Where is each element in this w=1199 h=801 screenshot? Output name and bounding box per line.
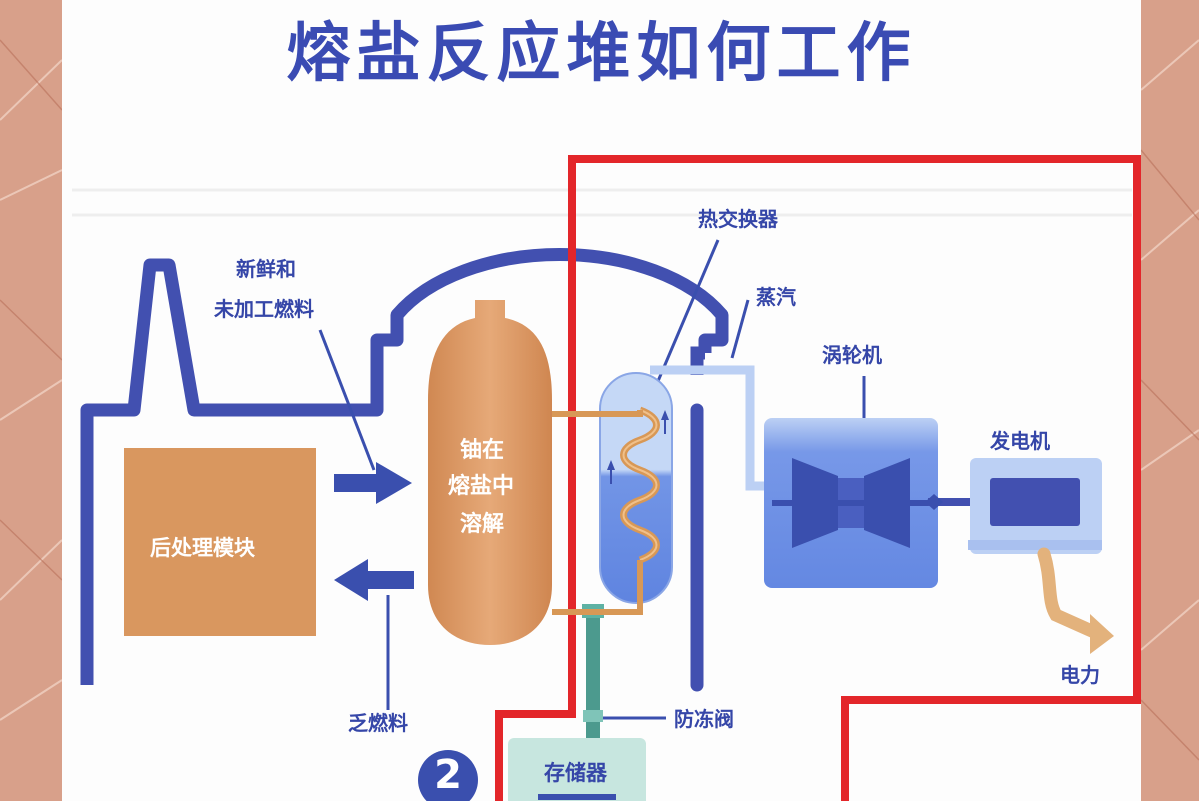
label-turbine: 涡轮机 xyxy=(822,343,882,367)
label-reactor-line1: 铀在 xyxy=(460,438,505,463)
diagram-title: 熔盐反应堆如何工作 xyxy=(286,17,917,91)
label-storage: 存储器 xyxy=(544,761,607,785)
generator-base xyxy=(968,540,1102,550)
electricity-output-line xyxy=(1037,547,1101,639)
label-freeze-valve: 防冻阀 xyxy=(674,707,734,731)
storage-tank-slot xyxy=(538,794,616,800)
background-left-strip xyxy=(0,0,62,801)
background-texture-right xyxy=(1141,0,1199,801)
steam-pipe xyxy=(650,365,764,491)
label-reprocessing-module: 后处理模块 xyxy=(150,536,255,560)
label-spent-fuel: 乏燃料 xyxy=(348,711,408,735)
spent-fuel-arrow xyxy=(334,559,414,601)
background-right-strip xyxy=(1141,0,1199,801)
label-steam: 蒸汽 xyxy=(756,285,796,309)
storage-tank xyxy=(508,738,646,801)
heat-exchanger xyxy=(599,372,673,604)
label-reactor-line2: 熔盐中 xyxy=(448,474,515,499)
fresh-fuel-arrow xyxy=(334,462,412,504)
generator-core xyxy=(990,478,1080,526)
label-fresh-fuel-line1: 新鲜和 xyxy=(236,257,296,281)
freeze-valve-pipe xyxy=(582,604,604,740)
label-reactor-line3: 溶解 xyxy=(460,512,505,537)
label-generator: 发电机 xyxy=(990,429,1050,453)
label-fresh-fuel-line2: 未加工燃料 xyxy=(214,297,314,321)
faint-background-lines xyxy=(72,188,1132,217)
label-heat-exchanger: 热交换器 xyxy=(698,207,778,231)
diagram-panel: 熔盐反应堆如何工作 xyxy=(62,0,1141,801)
flow-arrows-heat-exchanger xyxy=(607,410,669,484)
step-number-circle xyxy=(418,750,478,801)
electricity-arrow-head xyxy=(1090,614,1114,654)
containment-building-outline xyxy=(80,248,729,692)
label-electricity: 电力 xyxy=(1060,663,1100,687)
red-highlight-boundary xyxy=(495,155,1141,801)
reactor-vessel xyxy=(428,300,552,645)
heat-exchanger-coil-highlight xyxy=(622,409,658,561)
salt-loop-pipes xyxy=(552,410,643,615)
background-texture xyxy=(0,0,62,801)
reprocessing-module-box xyxy=(124,448,316,636)
step-number: 2 xyxy=(434,752,462,798)
reactor-diagram xyxy=(72,155,1141,801)
turbine-shaft xyxy=(925,494,992,510)
turbine-rotor xyxy=(772,458,932,548)
